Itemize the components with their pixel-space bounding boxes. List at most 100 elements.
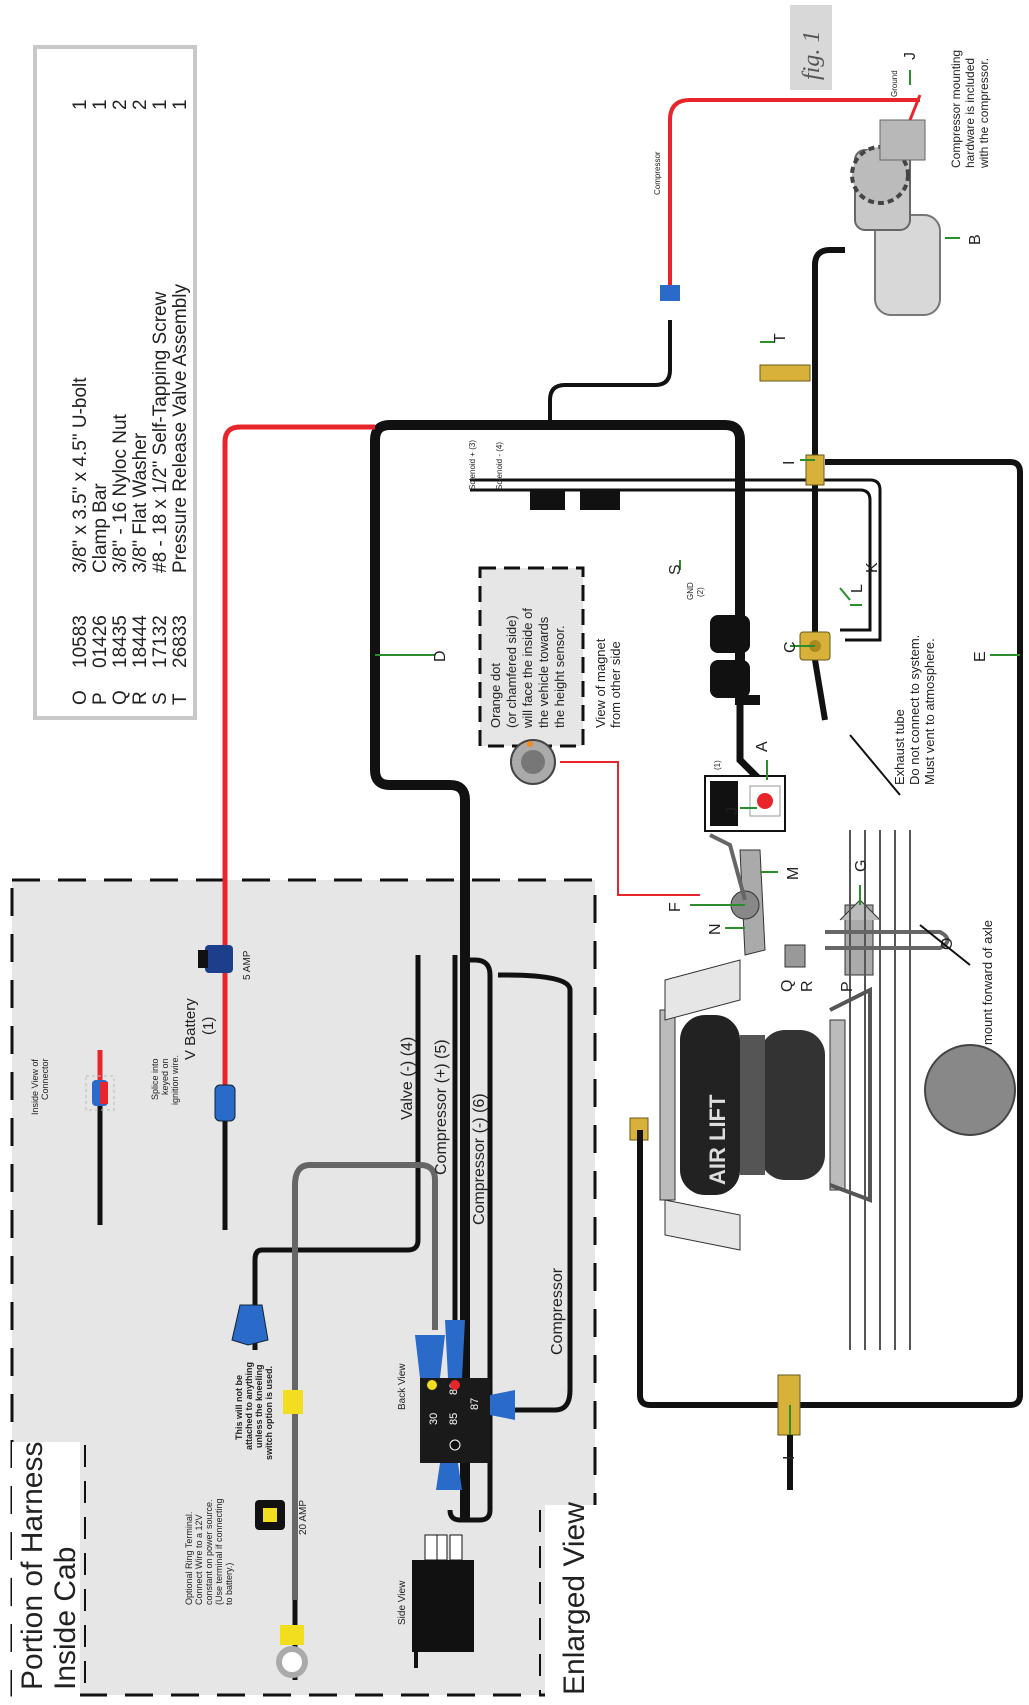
parts-desc: Pressure Release Valve Assembly xyxy=(170,284,191,573)
ground-label: Ground xyxy=(890,70,899,97)
parts-qty: 1 xyxy=(150,99,171,110)
parts-number: 18444 xyxy=(130,615,151,668)
pressure-valve-t xyxy=(759,364,811,382)
tee-i xyxy=(805,454,825,486)
parts-desc: Clamp Bar xyxy=(90,483,111,573)
callout-m: M xyxy=(785,867,802,880)
callout-j: J xyxy=(724,807,741,815)
spring-bracket xyxy=(664,959,872,1251)
fitting-spring xyxy=(629,1117,649,1160)
magnet-line2: (or chamfered side) xyxy=(504,615,519,728)
parts-row: S 17132 #8 - 18 x 1/2" Self-Tapping Scre… xyxy=(150,99,171,705)
ring-note-line5: to battery.) xyxy=(224,1563,234,1605)
mount-note-line3: with the compressor. xyxy=(977,58,991,169)
height-sensor-a xyxy=(704,775,786,832)
harness-d xyxy=(370,420,760,1520)
callout-f: F xyxy=(667,902,684,912)
wire-comp-neg xyxy=(498,972,573,1413)
callout-i-lower: I xyxy=(781,1456,798,1460)
compressor-b xyxy=(850,94,941,316)
air-line-compressor xyxy=(812,247,845,721)
axle-beams xyxy=(849,830,1016,1350)
kneel-note-line2: attached to anything xyxy=(244,1362,254,1450)
enlarged-view-text: Enlarged View xyxy=(558,1502,591,1695)
callout-r: R xyxy=(799,980,816,992)
parts-letter: O xyxy=(70,690,91,705)
exhaust-line1: Exhaust tube xyxy=(892,709,907,785)
ring-note-line3: constant on power source. xyxy=(204,1499,214,1605)
sensor-connector-1 xyxy=(710,615,750,698)
callout-s: S xyxy=(667,564,684,575)
compressor-wire-label: Compressor xyxy=(549,1267,566,1355)
parts-row: P 01426 Clamp Bar 1 xyxy=(90,99,111,705)
parts-letter: P xyxy=(90,692,111,705)
inside-view-connector xyxy=(85,1050,115,1225)
exhaust-arrow xyxy=(849,734,901,796)
enlarged-view-label: Enlarged View xyxy=(539,1502,597,1700)
parts-qty: 1 xyxy=(170,99,191,110)
kneel-note-line3: unless the kneeling xyxy=(254,1364,264,1448)
parts-desc: 3/8" Flat Washer xyxy=(130,432,151,573)
v-battery-label: V Battery xyxy=(182,998,199,1060)
parts-letter: Q xyxy=(110,690,131,705)
figure-label: fig. 1 xyxy=(790,5,832,90)
exhaust-line3: Must vent to atmosphere. xyxy=(922,638,937,785)
kneel-note-line4: switch option is used. xyxy=(264,1366,274,1460)
mount-note-line1: Compressor mounting xyxy=(949,50,963,168)
wire-compressor-power xyxy=(668,98,920,290)
wire-compressor-black xyxy=(548,320,672,425)
callout-n: N xyxy=(707,923,724,935)
valve-wire-label: Valve (-) (4) xyxy=(399,1037,416,1120)
parts-number: 10583 xyxy=(70,615,91,668)
compressor-fuse-connector xyxy=(660,285,680,301)
relay-pin-85: 85 xyxy=(448,1413,460,1425)
magnet-line4: the vehicle towards xyxy=(536,616,551,728)
ring-note-line2: Connect Wire to a 12V xyxy=(194,1514,204,1605)
u-bolt-o xyxy=(784,930,950,968)
parts-qty: 1 xyxy=(70,99,91,110)
fuse-5-label: 5 AMP xyxy=(242,950,253,980)
callout-j-top: J xyxy=(902,52,919,60)
comp-pos-wire-label: Compressor (+) (5) xyxy=(433,1039,450,1175)
air-line-e xyxy=(637,459,1023,1408)
back-view-label: Back View xyxy=(397,1363,408,1410)
parts-row: O 10583 3/8" x 3.5" x 4.5" U-bolt 1 xyxy=(70,99,91,705)
magnet-line3: will face the inside of xyxy=(520,608,535,729)
fuse-5-amp xyxy=(198,945,233,973)
compressor-small-label: Compressor xyxy=(653,151,662,195)
kneel-note-line1: This will not be xyxy=(234,1375,244,1440)
callout-q: Q xyxy=(779,980,796,992)
parts-qty: 1 xyxy=(90,99,111,110)
inside-view-line2: Connector xyxy=(40,1058,50,1100)
inside-view-line1: Inside View of xyxy=(30,1059,40,1115)
axle-note: mount forward of axle xyxy=(980,920,995,1045)
callout-g: G xyxy=(853,860,870,872)
callout-c: C xyxy=(782,641,799,653)
magnet-line1: Orange dot xyxy=(488,663,503,728)
cab-title-line2: Inside Cab xyxy=(49,1547,82,1690)
splice-line3: ignition wire. xyxy=(170,1055,180,1105)
parts-desc: #8 - 18 x 1/2" Self-Tapping Screw xyxy=(150,291,171,573)
callout-o: O xyxy=(939,938,956,950)
parts-letter: T xyxy=(170,693,191,705)
relay-pin-30: 30 xyxy=(428,1413,440,1425)
parts-desc: 3/8" x 3.5" x 4.5" U-bolt xyxy=(70,377,91,573)
magnet-caption1: View of magnet xyxy=(593,638,608,728)
splice-line1: Splice into xyxy=(150,1058,160,1100)
axle-arrow xyxy=(919,924,971,966)
fuse-20-amp xyxy=(255,1500,285,1530)
callout-i: I xyxy=(781,461,798,465)
callout-b: B xyxy=(967,234,984,245)
exhaust-line2: Do not connect to system. xyxy=(907,635,922,785)
callout-a: A xyxy=(754,741,771,752)
splice-line2: keyed on xyxy=(160,1058,170,1095)
callout-l: L xyxy=(849,584,866,593)
parts-qty: 2 xyxy=(130,99,151,110)
cab-panel xyxy=(10,878,597,1697)
figure-label-text: fig. 1 xyxy=(799,31,825,80)
wire-grey xyxy=(292,1162,438,1600)
magnet-box xyxy=(478,566,700,896)
gnd-label: GND xyxy=(686,582,695,600)
ring-note-line1: Optional Ring Terminal. xyxy=(184,1512,194,1605)
